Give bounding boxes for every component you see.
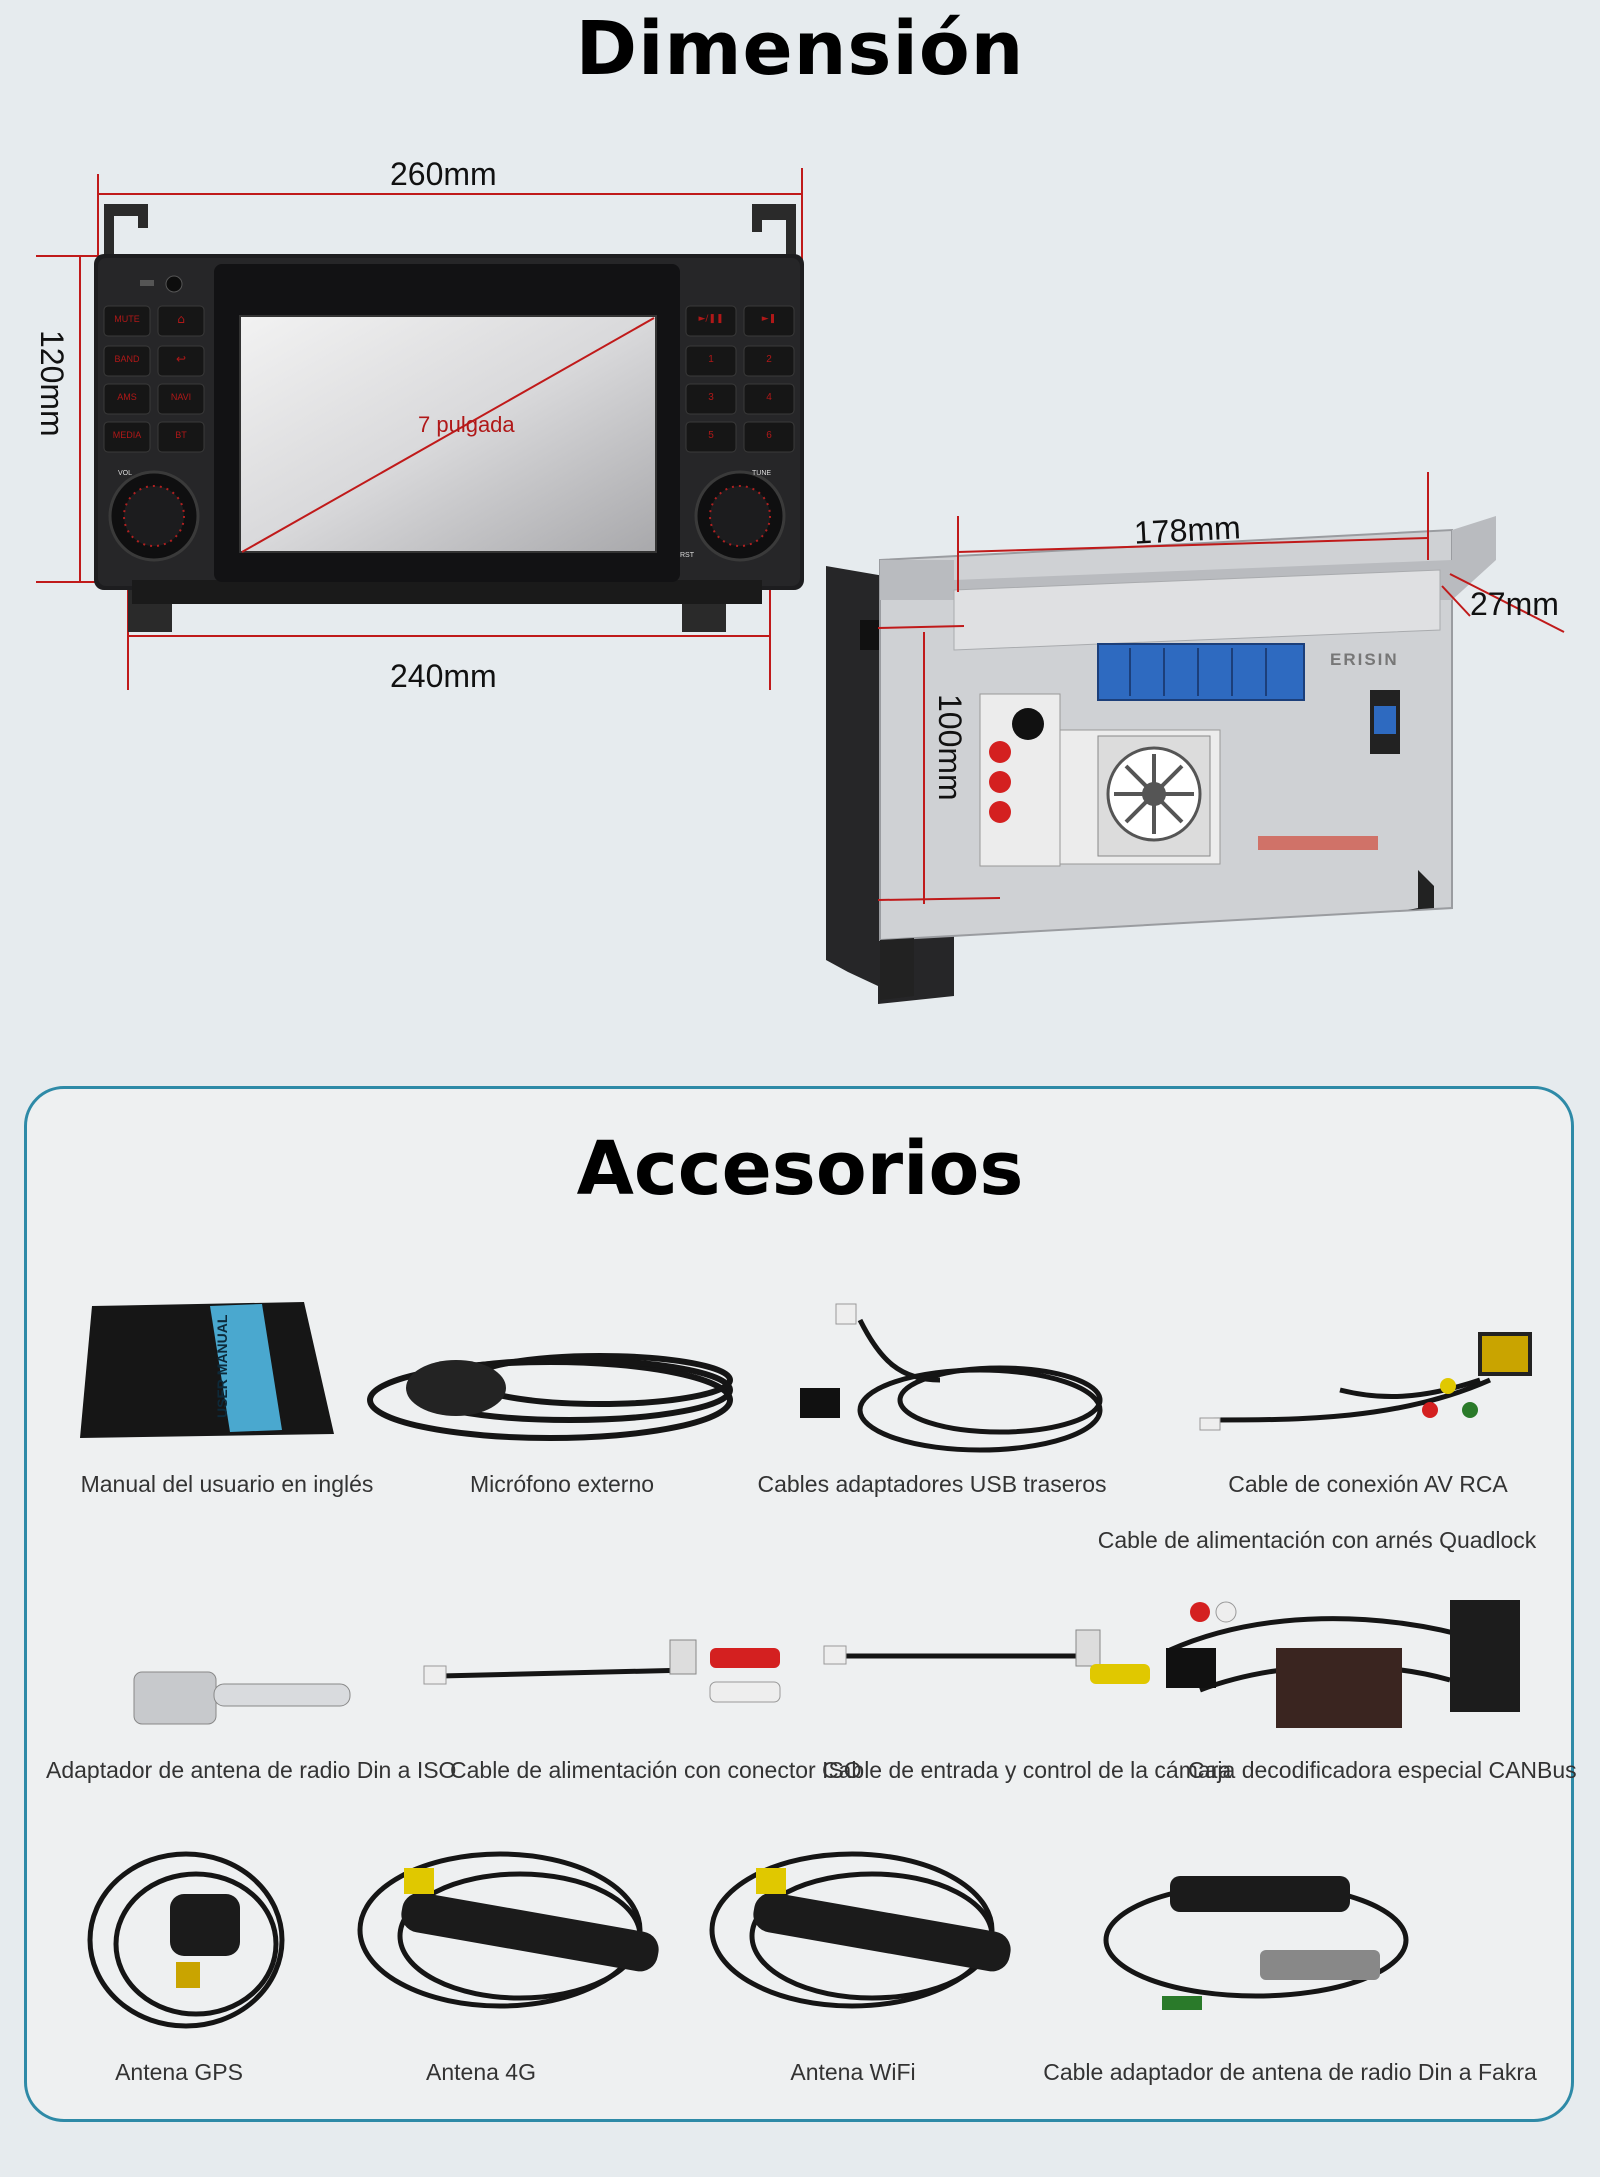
- next-track-button[interactable]: ►❚: [761, 314, 777, 324]
- av-rca-cable-icon: [1209, 1377, 1492, 1423]
- media-button[interactable]: MEDIA: [112, 430, 142, 440]
- home-button[interactable]: ⌂: [177, 312, 185, 326]
- quadlock-caption: Cable de alimentación con arnés Quadlock: [1097, 1527, 1537, 1553]
- canbus-caption: Caja decodificadora especial CANBus: [1188, 1757, 1577, 1783]
- screen-size-label: 7 pulgada: [418, 412, 515, 437]
- rst-label: RST: [680, 552, 694, 559]
- left-button-column-2: ⌂ ↩ NAVI BT: [158, 306, 204, 482]
- dimension-title: Dimensión: [575, 6, 1025, 92]
- back-button[interactable]: ↩: [175, 352, 187, 366]
- back-unit-drawing: [826, 472, 1565, 1004]
- back-depth-label: 27mm: [1470, 586, 1559, 622]
- canbus-box-icon: [1166, 1600, 1520, 1728]
- brand-label: ERISIN: [1330, 650, 1399, 669]
- bt-button[interactable]: BT: [175, 430, 187, 440]
- accessories-title: Accesorios: [576, 1126, 1024, 1212]
- preset-2-button[interactable]: 2: [766, 354, 772, 365]
- ams-button[interactable]: AMS: [117, 392, 137, 402]
- tune-label: TUNE: [752, 470, 772, 477]
- manual-caption: Manual del usuario en inglés: [80, 1471, 374, 1497]
- gps-antenna-icon: [87, 1851, 285, 2029]
- vol-label: VOL: [118, 470, 133, 477]
- band-button[interactable]: BAND: [114, 354, 140, 364]
- av-rca-caption: Cable de conexión AV RCA: [1228, 1471, 1508, 1497]
- navi-button[interactable]: NAVI: [170, 392, 192, 402]
- gps-antenna-caption: Antena GPS: [115, 2059, 243, 2085]
- front-unit-drawing: [36, 168, 804, 690]
- wifi-antenna-caption: Antena WiFi: [790, 2059, 916, 2085]
- usb-cable-icon: [857, 1318, 1103, 1453]
- right-button-column-1: ►/❚❚ 1 3 5: [686, 306, 736, 482]
- left-button-column-1: MUTE BAND AMS MEDIA: [104, 306, 150, 482]
- wifi-antenna-icon: [709, 1851, 1011, 2009]
- preset-6-button[interactable]: 6: [766, 430, 772, 441]
- fakra-adapter-caption: Cable adaptador de antena de radio Din a…: [1043, 2059, 1537, 2085]
- antenna-adapter-icon: [133, 1671, 351, 1725]
- play-pause-button[interactable]: ►/❚❚: [698, 314, 724, 324]
- mute-button[interactable]: MUTE: [114, 314, 140, 324]
- front-width-top-label: 260mm: [390, 156, 497, 192]
- microphone-caption: Micrófono externo: [469, 1471, 655, 1497]
- usb-cable-caption: Cables adaptadores USB traseros: [757, 1471, 1107, 1497]
- 4g-antenna-caption: Antena 4G: [426, 2059, 536, 2085]
- iso-cable-icon: [439, 1667, 691, 1679]
- front-width-bottom-label: 240mm: [390, 658, 497, 694]
- preset-4-button[interactable]: 4: [766, 392, 772, 403]
- preset-3-button[interactable]: 3: [708, 392, 714, 403]
- fakra-adapter-icon: [1103, 1876, 1409, 2010]
- right-button-column-2: ►❚ 2 4 6: [744, 306, 794, 482]
- preset-5-button[interactable]: 5: [708, 430, 714, 441]
- 4g-antenna-icon: [357, 1851, 659, 2009]
- preset-1-button[interactable]: 1: [708, 354, 714, 365]
- manual-icon: [80, 1302, 334, 1438]
